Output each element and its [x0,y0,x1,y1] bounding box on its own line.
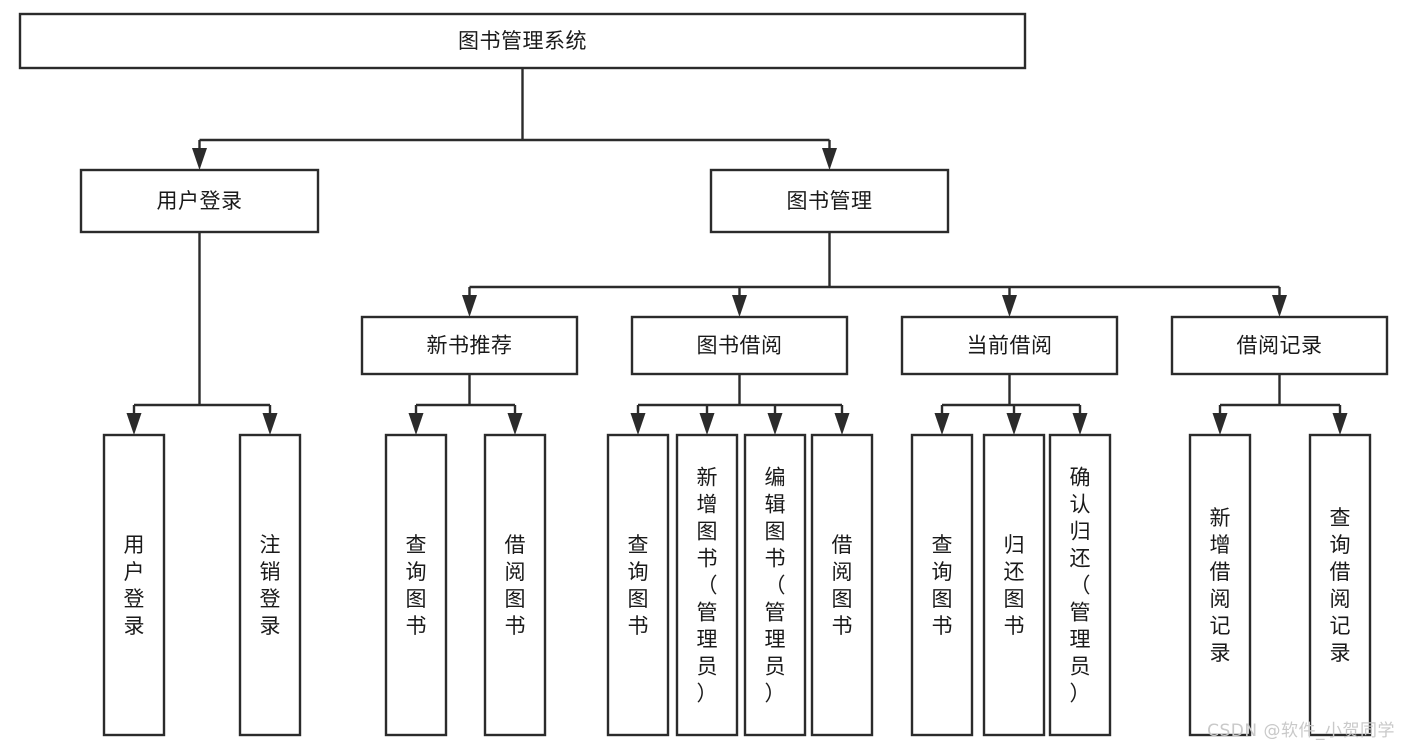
node-box[interactable] [384,433,448,737]
node-box[interactable] [1170,315,1389,376]
arrow-head-icon [408,413,424,435]
node-box[interactable] [79,168,320,234]
node-n-new-book[interactable]: 新书推荐 [360,315,579,376]
node-label: 查询图书 [628,533,649,638]
node-label: 查询图书 [932,533,953,638]
node-box[interactable] [900,315,1119,376]
arrow-head-icon [767,413,783,435]
node-n-book-mgmt[interactable]: 图书管理 [709,168,950,234]
node-label: 查询借阅记录 [1330,506,1351,665]
node-l-br-add[interactable]: 新增借阅记录 [1188,433,1252,737]
arrow-head-icon [1332,413,1348,435]
connector-layer [126,68,1348,435]
node-label: 确认归还（管理员） [1070,466,1091,706]
node-label: 图书管理 [787,189,873,213]
node-label: 归还图书 [1004,533,1025,638]
node-box[interactable] [630,315,849,376]
node-l-bb-borrow[interactable]: 借阅图书 [810,433,874,737]
node-l-bb-add[interactable]: 新增图书（管理员） [675,433,739,737]
node-l-nb-borrow[interactable]: 借阅图书 [483,433,547,737]
node-box[interactable] [982,433,1046,737]
node-box[interactable] [483,433,547,737]
node-label: 借阅图书 [832,533,853,638]
node-label: 新增借阅记录 [1210,506,1231,665]
node-box[interactable] [810,433,874,737]
node-box[interactable] [1188,433,1252,737]
arrow-head-icon [462,295,477,317]
node-box[interactable] [238,433,302,737]
arrow-head-icon [630,413,646,435]
arrow-head-icon [1072,413,1088,435]
arrow-head-icon [507,413,523,435]
arrow-head-icon [1002,295,1017,317]
node-label: 注销登录 [260,533,281,638]
node-box[interactable] [910,433,974,737]
arrow-head-icon [262,413,278,435]
node-label: 用户登录 [124,533,145,638]
node-l-user-login[interactable]: 用户登录 [102,433,166,737]
node-label: 用户登录 [157,189,243,213]
node-label: 新增图书（管理员） [697,466,718,706]
node-layer: 图书管理系统用户登录图书管理新书推荐图书借阅当前借阅借阅记录用户登录注销登录查询… [18,12,1389,737]
node-box[interactable] [102,433,166,737]
node-box[interactable] [1308,433,1372,737]
node-label: 图书管理系统 [458,29,587,53]
node-label: 编辑图书（管理员） [765,466,786,706]
node-l-cb-confirm[interactable]: 确认归还（管理员） [1048,433,1112,737]
arrow-head-icon [834,413,850,435]
arrow-head-icon [732,295,747,317]
arrow-head-icon [1212,413,1228,435]
node-l-bb-query[interactable]: 查询图书 [606,433,670,737]
arrow-head-icon [1006,413,1022,435]
node-label: 当前借阅 [967,334,1053,358]
node-n-book-borrow[interactable]: 图书借阅 [630,315,849,376]
node-box[interactable] [360,315,579,376]
node-label: 查询图书 [406,533,427,638]
arrow-head-icon [822,148,837,170]
node-box[interactable] [743,433,807,737]
arrow-head-icon [192,148,207,170]
arrow-head-icon [1272,295,1287,317]
node-l-user-logout[interactable]: 注销登录 [238,433,302,737]
node-label: 新书推荐 [427,334,513,358]
node-n-current-borrow[interactable]: 当前借阅 [900,315,1119,376]
arrow-head-icon [699,413,715,435]
node-box[interactable] [18,12,1027,70]
node-box[interactable] [606,433,670,737]
csdn-watermark: CSDN @软件_小贺同学 [1207,721,1395,741]
node-l-bb-edit[interactable]: 编辑图书（管理员） [743,433,807,737]
node-box[interactable] [675,433,739,737]
node-l-cb-return[interactable]: 归还图书 [982,433,1046,737]
node-label: 借阅图书 [505,533,526,638]
node-box[interactable] [1048,433,1112,737]
arrow-head-icon [126,413,142,435]
node-l-cb-query[interactable]: 查询图书 [910,433,974,737]
node-n-borrow-record[interactable]: 借阅记录 [1170,315,1389,376]
node-l-nb-query[interactable]: 查询图书 [384,433,448,737]
node-box[interactable] [709,168,950,234]
node-l-br-query[interactable]: 查询借阅记录 [1308,433,1372,737]
arrow-head-icon [934,413,950,435]
node-label: 借阅记录 [1237,334,1323,358]
node-label: 图书借阅 [697,334,783,358]
node-n-user-login[interactable]: 用户登录 [79,168,320,234]
node-root[interactable]: 图书管理系统 [18,12,1027,70]
